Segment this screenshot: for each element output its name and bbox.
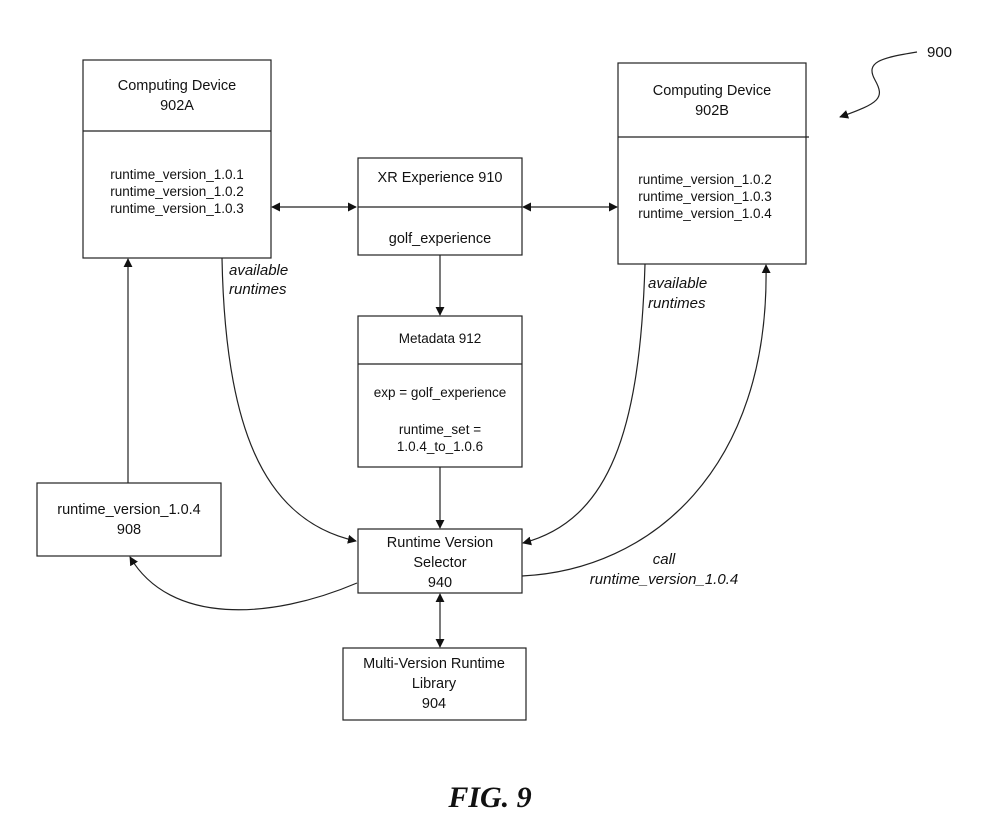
metadata-912: Metadata 912 exp = golf_experience runti… bbox=[357, 315, 523, 468]
runtime-item: runtime_version_1.0.2 bbox=[110, 184, 244, 199]
label-runtimes: runtimes bbox=[229, 281, 287, 298]
runtime-item: runtime_version_1.0.3 bbox=[638, 189, 772, 204]
reference-numeral: 900 bbox=[927, 44, 952, 61]
label-available: available bbox=[648, 275, 707, 292]
runtime-item: runtime_version_1.0.1 bbox=[110, 167, 244, 182]
edge-902a-available-runtimes bbox=[221, 257, 357, 544]
library-line3: 904 bbox=[422, 696, 446, 712]
selector-box bbox=[357, 528, 523, 594]
label-call-target: runtime_version_1.0.4 bbox=[590, 571, 738, 588]
runtime-version-908: runtime_version_1.0.4 908 bbox=[36, 482, 222, 557]
computing-device-902a-box bbox=[82, 59, 272, 259]
edge-902b-available-runtimes bbox=[522, 263, 646, 546]
xr-experience-value: golf_experience bbox=[389, 231, 491, 247]
runtime-item: runtime_version_1.0.4 bbox=[638, 206, 772, 221]
runtime-item: runtime_version_1.0.2 bbox=[638, 172, 772, 187]
reference-arrow bbox=[839, 51, 918, 119]
multi-version-runtime-library-904: Multi-Version Runtime Library 904 bbox=[342, 647, 527, 721]
xr-experience-910: XR Experience 910 golf_experience bbox=[357, 157, 523, 256]
library-line1: Multi-Version Runtime bbox=[363, 656, 505, 672]
edge-selector-908 bbox=[129, 556, 358, 611]
library-box bbox=[342, 647, 527, 721]
runtime-908-box bbox=[36, 482, 222, 557]
selector-line2: Selector bbox=[413, 555, 466, 571]
runtime-item: runtime_version_1.0.3 bbox=[110, 201, 244, 216]
metadata-exp: exp = golf_experience bbox=[374, 385, 506, 400]
label-runtimes: runtimes bbox=[648, 295, 706, 312]
device-id: 902B bbox=[695, 103, 729, 119]
device-title: Computing Device bbox=[118, 78, 236, 94]
runtime-908-id: 908 bbox=[117, 522, 141, 538]
computing-device-902b: Computing Device 902B runtime_version_1.… bbox=[617, 62, 809, 265]
edge-selector-call-902b bbox=[521, 264, 771, 577]
figure-caption: FIG. 9 bbox=[447, 781, 531, 814]
metadata-title: Metadata 912 bbox=[399, 331, 482, 346]
metadata-box bbox=[357, 315, 523, 468]
runtime-908-name: runtime_version_1.0.4 bbox=[57, 502, 200, 518]
xr-experience-title: XR Experience 910 bbox=[378, 170, 503, 186]
runtime-version-selector-940: Runtime Version Selector 940 bbox=[357, 528, 523, 594]
computing-device-902a: Computing Device 902A runtime_version_1.… bbox=[82, 59, 272, 259]
device-id: 902A bbox=[160, 98, 194, 114]
label-call: call bbox=[653, 551, 676, 568]
device-title: Computing Device bbox=[653, 83, 771, 99]
label-available: available bbox=[229, 262, 288, 279]
selector-line1: Runtime Version bbox=[387, 535, 493, 551]
metadata-runtime-set-value: 1.0.4_to_1.0.6 bbox=[397, 439, 483, 454]
metadata-runtime-set-label: runtime_set = bbox=[399, 422, 481, 437]
selector-line3: 940 bbox=[428, 575, 452, 591]
library-line2: Library bbox=[412, 676, 457, 692]
computing-device-902b-box bbox=[617, 62, 807, 265]
